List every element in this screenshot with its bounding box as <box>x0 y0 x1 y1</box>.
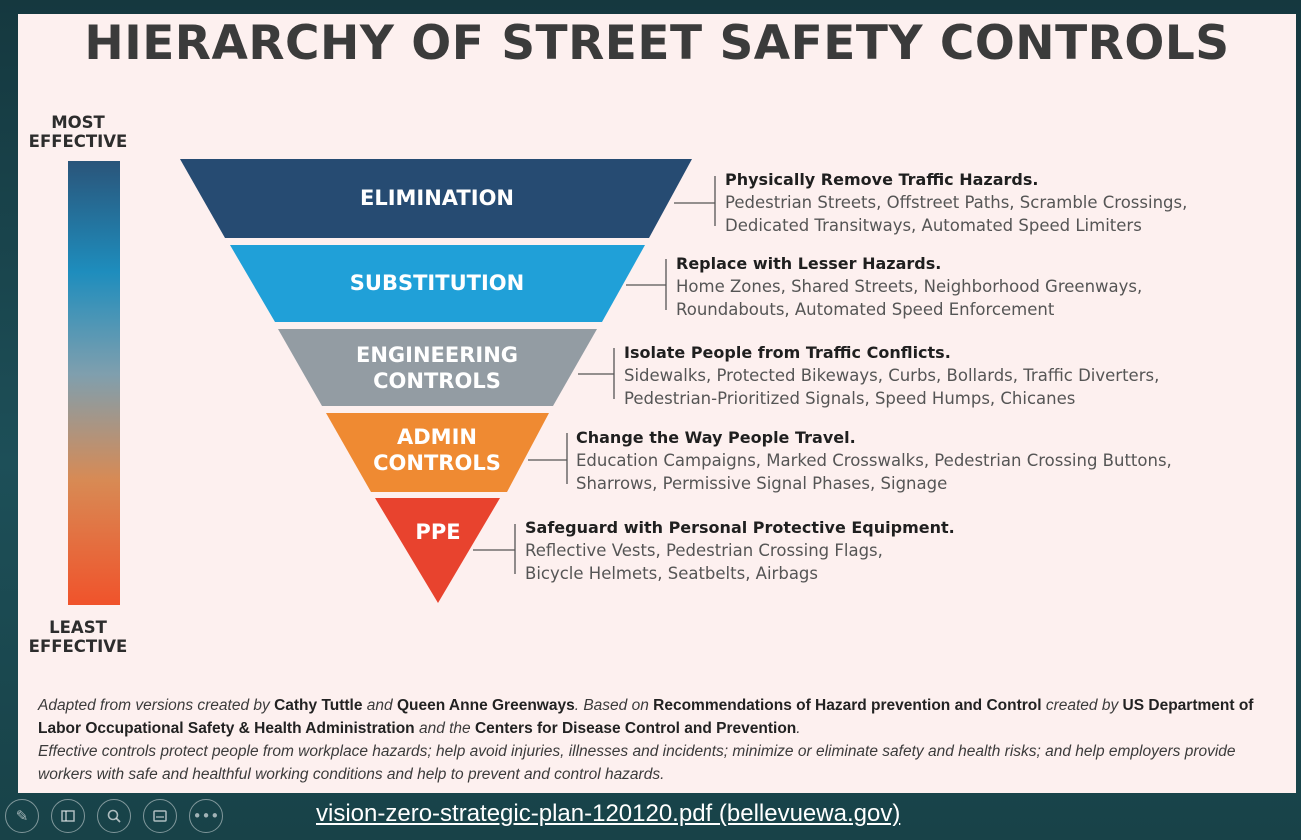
description-text: Sidewalks, Protected Bikeways, Curbs, Bo… <box>624 366 1160 385</box>
more-icon[interactable]: ••• <box>189 799 223 833</box>
least-effective-label: LEAST EFFECTIVE <box>8 618 148 656</box>
description-heading: Isolate People from Traffic Conflicts. <box>624 343 951 362</box>
effectiveness-gradient-bar <box>68 161 120 605</box>
most-label-line2: EFFECTIVE <box>28 132 128 151</box>
tier-label-line: ENGINEERING <box>355 343 519 367</box>
footnote-text: Effective controls protect people from w… <box>38 743 1236 783</box>
tier-label-line: PPE <box>415 520 461 544</box>
tier-description-engineering: Isolate People from Traffic Conflicts. S… <box>624 342 1159 410</box>
tier-label-line: CONTROLS <box>373 369 501 393</box>
tier-substitution-shape <box>230 245 645 322</box>
footnote-bold: Recommendations of Hazard prevention and… <box>653 697 1042 714</box>
tier-description-ppe: Safeguard with Personal Protective Equip… <box>525 517 955 585</box>
connector-engineering <box>578 348 615 399</box>
tier-admin-shape <box>326 413 549 492</box>
footnote-bold: Centers for Disease Control and Preventi… <box>474 720 797 737</box>
least-label-line2: EFFECTIVE <box>28 637 128 656</box>
footnote-text: and the <box>414 720 475 737</box>
tier-description-admin: Change the Way People Travel. Education … <box>576 427 1172 495</box>
connector-admin <box>528 433 568 484</box>
tier-description-elimination: Physically Remove Traffic Hazards. Pedes… <box>725 169 1187 237</box>
tier-label-line: CONTROLS <box>373 451 501 475</box>
most-label-line1: MOST <box>51 113 105 132</box>
tier-engineering-shape <box>278 329 597 406</box>
description-text: Bicycle Helmets, Seatbelts, Airbags <box>525 564 818 583</box>
footnote-text: and <box>362 697 397 714</box>
tier-label-engineering: ENGINEERING CONTROLS <box>287 342 587 394</box>
footnote-bold: Cathy Tuttle <box>274 697 363 714</box>
subtitles-icon[interactable] <box>143 799 177 833</box>
description-text: Roundabouts, Automated Speed Enforcement <box>676 300 1055 319</box>
tier-ppe-shape <box>375 498 500 603</box>
slides-glyph <box>61 810 75 822</box>
connector-lines <box>473 176 716 574</box>
subtitles-glyph <box>153 810 167 822</box>
source-footnote: Adapted from versions created by Cathy T… <box>38 694 1288 786</box>
tier-label-line: ADMIN <box>397 425 477 449</box>
description-text: Education Campaigns, Marked Crosswalks, … <box>576 451 1172 470</box>
connector-elimination <box>674 176 716 226</box>
description-text: Home Zones, Shared Streets, Neighborhood… <box>676 277 1143 296</box>
description-text: Pedestrian-Prioritized Signals, Speed Hu… <box>624 389 1076 408</box>
footnote-text: Adapted from versions created by <box>38 697 275 714</box>
tier-label-substitution: SUBSTITUTION <box>287 270 587 296</box>
description-heading: Safeguard with Personal Protective Equip… <box>525 518 955 537</box>
most-effective-label: MOST EFFECTIVE <box>8 113 148 151</box>
footnote-bold: Queen Anne Greenways <box>396 697 575 714</box>
description-text: Dedicated Transitways, Automated Speed L… <box>725 216 1142 235</box>
slides-icon[interactable] <box>51 799 85 833</box>
description-text: Sharrows, Permissive Signal Phases, Sign… <box>576 474 948 493</box>
slide-title: HIERARCHY OF STREET SAFETY CONTROLS <box>84 16 1230 71</box>
description-text: Reflective Vests, Pedestrian Crossing Fl… <box>525 541 883 560</box>
footnote-bold: US Department of Labor Occupational Safe… <box>38 697 1254 737</box>
tier-label-ppe: PPE <box>338 519 538 545</box>
pen-icon[interactable]: ✎ <box>5 799 39 833</box>
footnote-text: . <box>796 720 801 737</box>
description-heading: Physically Remove Traffic Hazards. <box>725 170 1039 189</box>
description-text: Pedestrian Streets, Offstreet Paths, Scr… <box>725 193 1188 212</box>
zoom-glyph <box>107 809 121 823</box>
connector-ppe <box>473 524 516 574</box>
presentation-slide: HIERARCHY OF STREET SAFETY CONTROLS MOST… <box>18 14 1296 793</box>
description-heading: Replace with Lesser Hazards. <box>676 254 942 273</box>
tier-label-line: SUBSTITUTION <box>349 271 525 295</box>
description-heading: Change the Way People Travel. <box>576 428 856 447</box>
footnote-text: . Based on <box>574 697 654 714</box>
tier-label-admin: ADMIN CONTROLS <box>287 424 587 476</box>
tier-elimination-shape <box>180 159 692 238</box>
tier-description-substitution: Replace with Lesser Hazards. Home Zones,… <box>676 253 1142 321</box>
zoom-icon[interactable] <box>97 799 131 833</box>
source-pdf-link[interactable]: vision-zero-strategic-plan-120120.pdf (b… <box>316 800 901 827</box>
footnote-text: created by <box>1041 697 1123 714</box>
connector-substitution <box>626 259 667 310</box>
hierarchy-pyramid <box>180 159 716 603</box>
least-label-line1: LEAST <box>49 618 107 637</box>
tier-label-elimination: ELIMINATION <box>287 185 587 211</box>
tier-label-line: ELIMINATION <box>359 186 514 210</box>
